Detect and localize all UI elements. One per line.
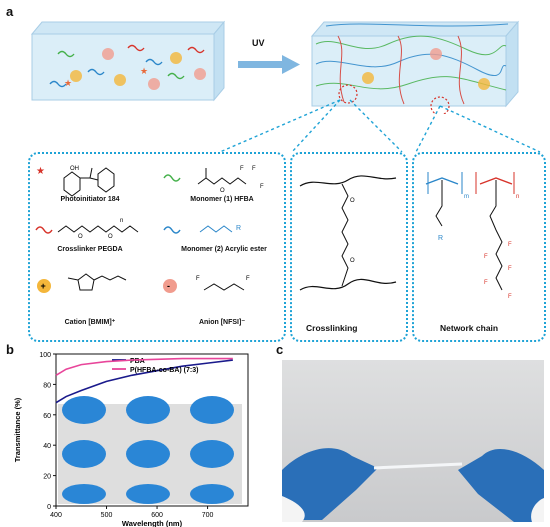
crosslinking-structure: O O	[299, 175, 397, 291]
photoinitiator-label: Photoinitiator 184	[60, 196, 120, 203]
stretched-film	[373, 462, 463, 470]
legend-label-1: PBA	[130, 358, 145, 365]
svg-text:F: F	[196, 276, 200, 282]
svg-text:F: F	[508, 266, 512, 272]
svg-text:★: ★	[140, 66, 148, 76]
svg-text:O: O	[108, 234, 113, 240]
polymer-network-cube	[310, 20, 520, 114]
svg-text:O: O	[220, 188, 225, 194]
svg-text:F: F	[484, 254, 488, 260]
svg-text:★: ★	[36, 166, 45, 177]
left-glove	[282, 448, 378, 520]
y-axis-label: Transmittance (%)	[13, 397, 22, 462]
plot-frame	[55, 353, 249, 507]
acrylic-ester-structure: R	[163, 225, 241, 234]
svg-text:F: F	[508, 242, 512, 248]
svg-text:F: F	[484, 280, 488, 286]
m-subscript: m	[464, 194, 469, 200]
y-tick-label: 20	[43, 474, 51, 481]
reagents-box	[28, 152, 286, 342]
panel-b-letter: b	[6, 342, 14, 357]
y-tick-label: 100	[39, 352, 51, 359]
oh-label: OH	[70, 166, 79, 172]
svg-text:F: F	[240, 166, 244, 172]
series-line-2	[55, 357, 233, 376]
pegda-structure: O O n	[35, 218, 139, 240]
network-chain-box	[412, 152, 546, 342]
y-tick-label: 60	[43, 413, 51, 420]
hfba-structure: O F F F	[163, 166, 264, 194]
y-tick-label: 0	[47, 504, 51, 511]
pegda-n: n	[120, 218, 123, 224]
y-tick-label: 80	[43, 382, 51, 389]
svg-text:O: O	[78, 234, 83, 240]
x-tick-label: 700	[202, 512, 214, 519]
network-chain-label: Network chain	[440, 323, 499, 333]
photoinitiator-structure: ★ OH	[36, 166, 115, 197]
nfsi-structure: - F F	[163, 276, 250, 293]
series-line-1	[55, 359, 233, 404]
svg-text:F: F	[508, 294, 512, 300]
svg-text:-: -	[167, 281, 170, 291]
nfsi-label: Anion [NFSI]⁻	[198, 319, 246, 326]
x-tick-label: 400	[50, 512, 62, 519]
stretch-photo	[282, 360, 544, 522]
right-glove	[458, 448, 544, 522]
monomer-solution-cube: ★ ★	[30, 20, 226, 102]
svg-text:O: O	[350, 258, 355, 264]
chain-r: R	[438, 235, 443, 242]
svg-text:F: F	[260, 184, 264, 190]
svg-text:F: F	[252, 166, 256, 172]
svg-text:+: +	[41, 281, 46, 291]
x-tick-label: 500	[101, 512, 113, 519]
crosslinking-label: Crosslinking	[306, 323, 358, 333]
acrylic-ester-label: Monomer (2) Acrylic ester	[181, 246, 267, 253]
photo-discs	[62, 396, 234, 504]
network-chain-structure: m n R F F F F F	[425, 172, 519, 300]
uv-label: UV	[252, 38, 265, 48]
hfba-label: Monomer (1) HFBA	[190, 196, 254, 203]
uv-arrow	[238, 55, 300, 74]
svg-text:★: ★	[64, 78, 72, 88]
bmim-structure: +	[37, 273, 127, 293]
panel-a-letter: a	[6, 4, 14, 19]
n-subscript: n	[516, 194, 519, 200]
r-group: R	[236, 225, 241, 232]
y-tick-label: 40	[43, 443, 51, 450]
svg-text:O: O	[350, 198, 355, 204]
bmim-label: Cation [BMIM]⁺	[64, 319, 116, 326]
x-axis-label: Wavelength (nm)	[122, 519, 183, 527]
svg-text:F: F	[246, 276, 250, 282]
pegda-label: Crosslinker PEGDA	[57, 246, 123, 253]
zoom-lines	[219, 99, 541, 153]
crosslinking-box	[290, 152, 408, 342]
panel-c-letter: c	[276, 342, 284, 357]
x-tick-label: 600	[151, 512, 163, 519]
legend-label-2: P(HFBA-co-BA) (7:3)	[130, 367, 198, 374]
